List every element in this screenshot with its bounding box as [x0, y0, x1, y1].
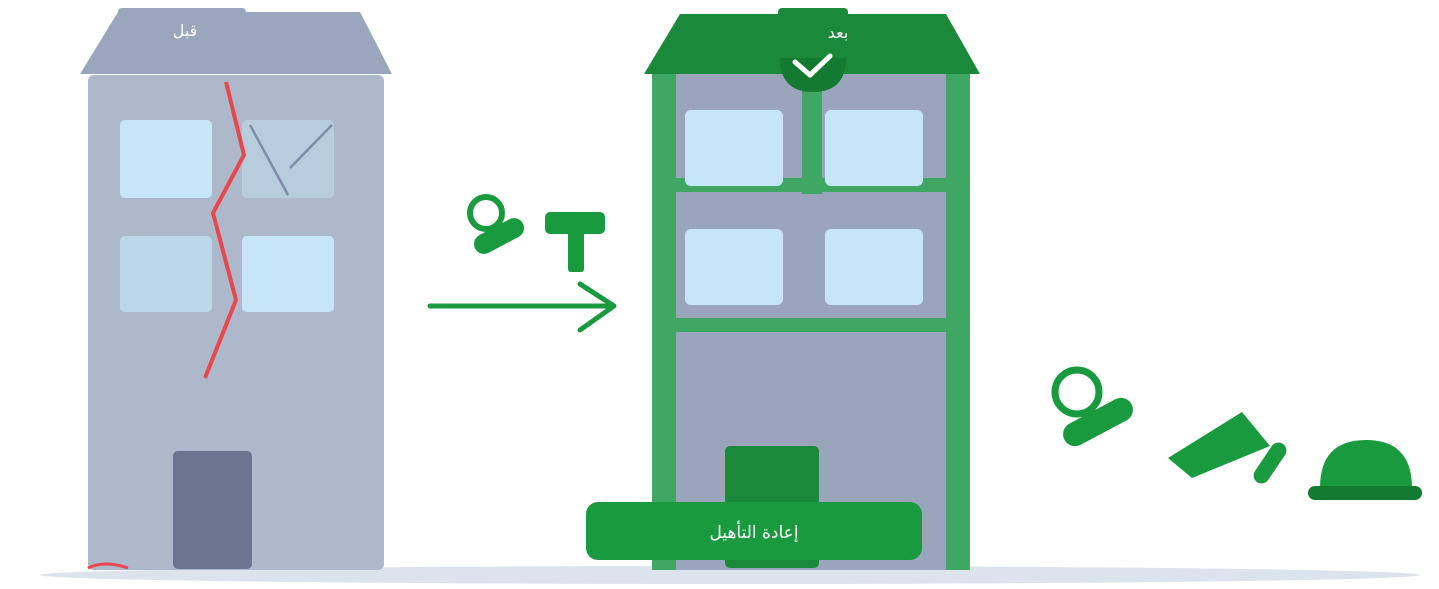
after-window	[685, 110, 783, 186]
after-window	[825, 229, 923, 305]
wrench-icon	[470, 197, 528, 258]
after-window	[825, 110, 923, 186]
rehab-banner: إعادة التأهيل	[586, 502, 922, 560]
before-window-broken	[242, 120, 334, 198]
arrow-right-icon	[430, 284, 614, 330]
trowel-icon	[1168, 412, 1289, 487]
rehab-label: إعادة التأهيل	[709, 520, 798, 543]
frame-beam	[652, 318, 970, 332]
after-window	[685, 229, 783, 305]
hammer-icon	[545, 212, 605, 272]
before-label: قبل	[173, 21, 198, 40]
before-building: قبل	[80, 8, 392, 570]
after-label: بعد	[828, 23, 849, 42]
before-window	[120, 120, 212, 198]
before-window	[242, 236, 334, 312]
before-window	[120, 236, 212, 312]
frame-column-mid	[802, 74, 822, 194]
hard-hat-icon	[1308, 440, 1422, 500]
wrench-icon	[1055, 370, 1137, 450]
before-roof-tab	[118, 8, 246, 22]
before-door	[173, 451, 252, 569]
after-roof-tab	[778, 8, 848, 22]
after-building: بعد	[644, 8, 980, 570]
